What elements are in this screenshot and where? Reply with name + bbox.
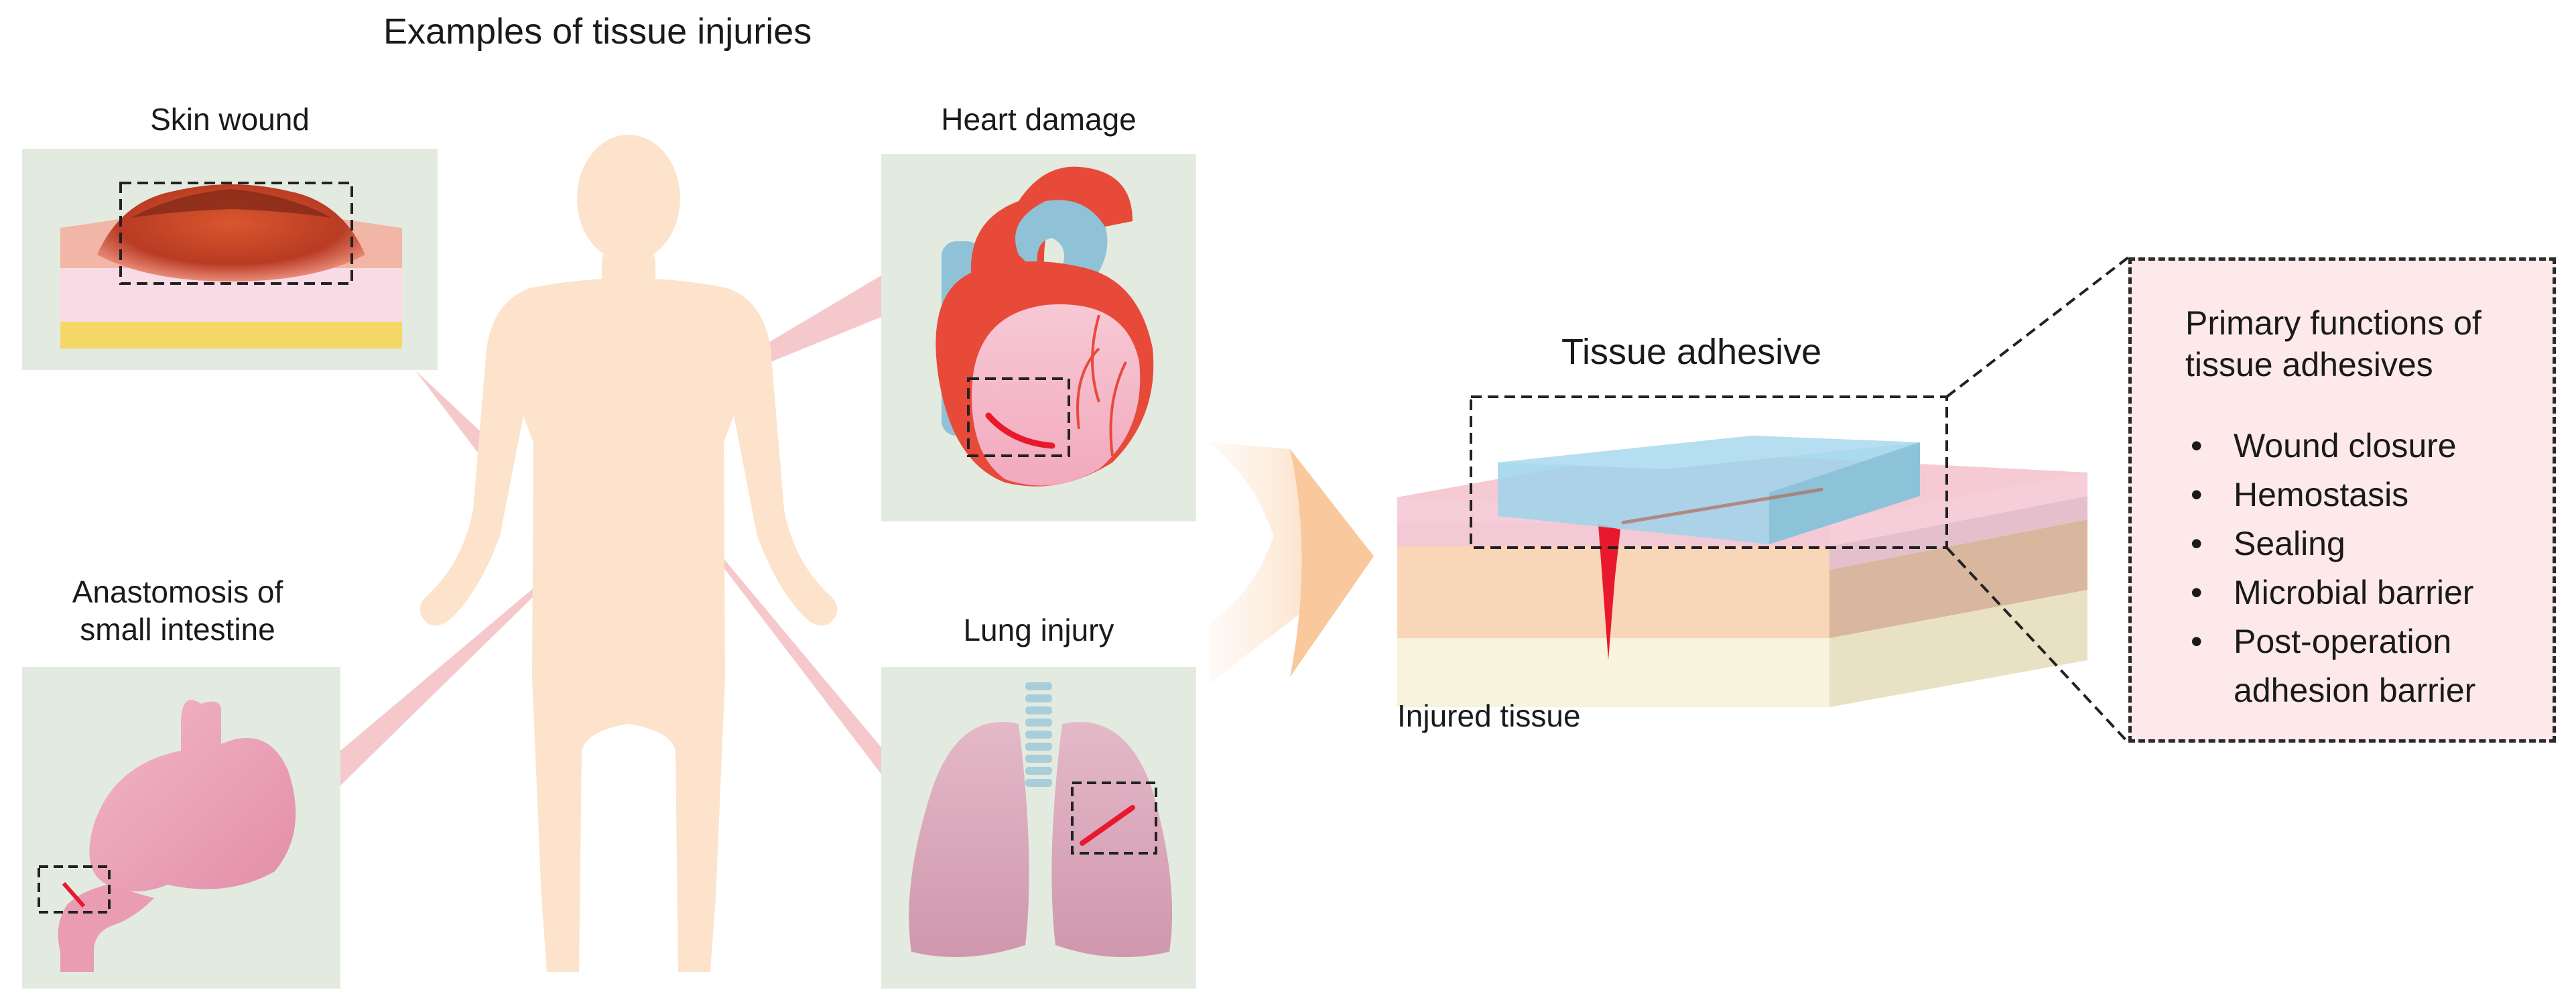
adhesive-detail-box — [1470, 395, 1948, 549]
heart-detail-box — [967, 377, 1070, 457]
panel-label-lung-injury: Lung injury — [963, 613, 1114, 647]
panel-label-skin-wound: Skin wound — [150, 102, 310, 137]
functions-box: Primary functions of tissue adhesives Wo… — [2128, 257, 2556, 743]
right-lung-icon — [1051, 722, 1173, 957]
panel-label-heart-damage: Heart damage — [941, 102, 1137, 137]
tissue-block — [1397, 256, 2130, 744]
functions-title: Primary functions of tissue adhesives — [2185, 304, 2482, 383]
tissue-wound-icon — [1598, 524, 1620, 660]
panel-skin-wound — [22, 149, 438, 370]
human-body-silhouette — [420, 135, 838, 972]
panel-label-intestine-line2: small intestine — [80, 612, 275, 647]
figure-title: Examples of tissue injuries — [383, 11, 812, 52]
intestine-detail-box — [38, 865, 111, 914]
left-lung-icon — [909, 722, 1029, 957]
function-item: Microbial barrier — [2185, 568, 2542, 617]
skin-detail-box — [119, 182, 353, 285]
functions-list: Wound closure Hemostasis Sealing Microbi… — [2185, 422, 2542, 715]
cone-intestine — [340, 536, 595, 786]
function-item: Hemostasis — [2185, 471, 2542, 519]
panel-heart-damage — [881, 154, 1196, 521]
cone-skin — [415, 371, 499, 466]
injured-tissue-label: Injured tissue — [1397, 698, 1581, 733]
lung-detail-box — [1071, 782, 1157, 855]
function-item: Wound closure — [2185, 422, 2542, 471]
panel-small-intestine — [22, 667, 340, 989]
lung-lesion-mark — [1080, 805, 1135, 846]
function-item: Sealing — [2185, 519, 2542, 568]
adhesive-title: Tissue adhesive — [1561, 332, 1822, 372]
panel-lung-injury — [881, 667, 1196, 989]
trachea-icon — [1025, 682, 1052, 787]
function-item: Post-operation adhesion barrier — [2185, 617, 2542, 715]
panel-label-intestine-line1: Anastomosis of — [72, 574, 283, 609]
stomach-icon — [89, 700, 296, 891]
transition-arrow — [1210, 442, 1374, 684]
heart-lesion-mark — [985, 412, 1055, 449]
panel-label-intestine: Anastomosis of small intestine — [20, 573, 335, 648]
